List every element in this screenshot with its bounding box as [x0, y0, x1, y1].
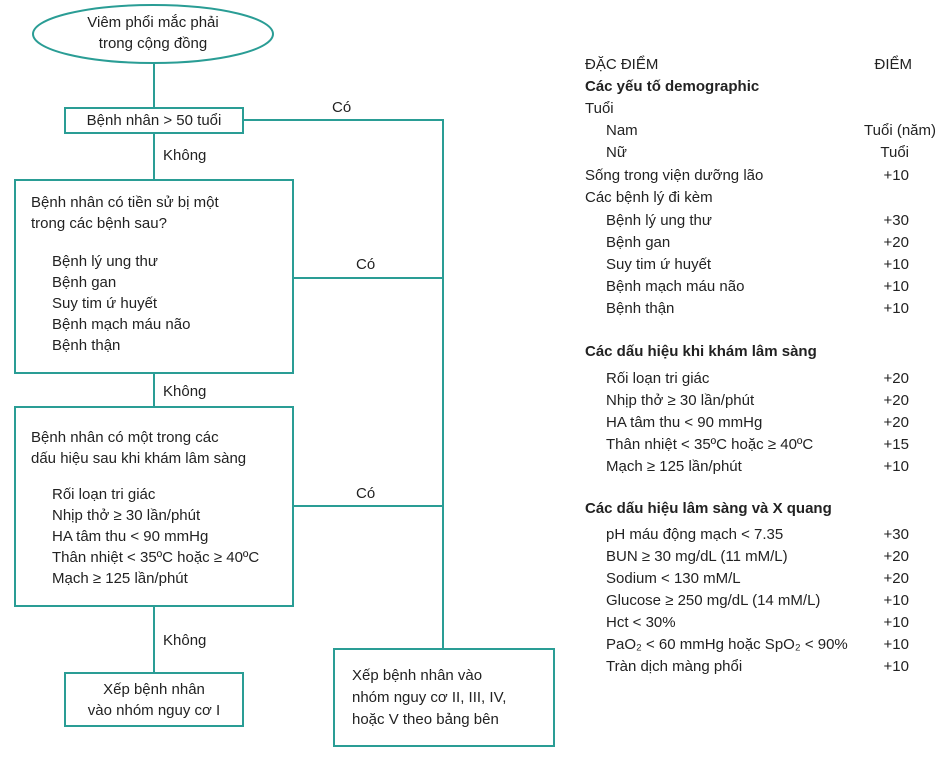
list-item: Thân nhiệt < 35ºC hoặc ≥ 40ºC — [52, 549, 260, 566]
yes-label-exam: Có — [356, 485, 376, 502]
list-item: Suy tim ứ huyết — [52, 295, 158, 312]
table-row-label: Nhịp thở ≥ 30 lần/phút — [606, 392, 755, 409]
list-item: HA tâm thu < 90 mmHg — [52, 528, 209, 545]
table-row-label: Bệnh thận — [606, 300, 675, 317]
exam-labels: Rối loạn tri giác Nhịp thở ≥ 30 lần/phút… — [606, 368, 813, 478]
table-row-points: +10 — [883, 278, 909, 295]
table-row-label: Sodium < 130 mM/L — [606, 570, 741, 587]
table-row-label: Hct < 30% — [606, 614, 676, 631]
table-row-label: pH máu động mạch < 7.35 — [606, 526, 784, 543]
comorbid-question-box — [14, 179, 294, 374]
class2to5-label: Xếp bệnh nhân vào nhóm nguy cơ II, III, … — [352, 667, 507, 728]
table-row-points: +20 — [883, 234, 909, 251]
connector-exam-yes — [293, 505, 443, 507]
table-row-points: +30 — [883, 212, 909, 229]
section-title-lab: Các dấu hiệu lâm sàng và X quang — [585, 500, 832, 517]
table-header-points: ĐIỂM — [874, 56, 913, 73]
table-row-label: BUN ≥ 30 mg/dL (11 mM/L) — [606, 548, 788, 565]
connector-yes-vertical — [442, 119, 444, 649]
row-female-label: Nữ — [606, 144, 627, 161]
comorbid-question-label: Bệnh nhân có tiền sử bị một trong các bệ… — [31, 194, 219, 232]
table-row-points: +10 — [883, 300, 909, 317]
connector-age-yes — [243, 119, 443, 121]
connector-age-to-comorbid — [153, 133, 155, 180]
age-question-box — [64, 107, 244, 134]
table-row-points: +20 — [883, 570, 909, 587]
yes-label-age: Có — [332, 99, 352, 116]
section-title-demographic: Các yếu tố demographic — [585, 78, 760, 95]
no-label-comorbid: Không — [163, 383, 207, 400]
exam-points: +20 +20 +20 +15 +10 — [840, 368, 909, 478]
table-row-label: Tràn dịch màng phổi — [606, 658, 743, 675]
table-row-label: Bệnh gan — [606, 234, 671, 251]
list-item: Mạch ≥ 125 lần/phút — [52, 570, 188, 587]
table-header-feature: ĐẶC ĐIỂM — [585, 56, 659, 73]
comorbid-labels: Bệnh lý ung thư Bệnh gan Suy tim ứ huyết… — [606, 210, 744, 320]
lab-points: +30 +20 +20 +10 +10 +10 +10 — [840, 524, 909, 678]
table-row-points: +15 — [883, 436, 909, 453]
table-row-label: Thân nhiệt < 35ºC hoặc ≥ 40ºC — [606, 436, 814, 453]
list-item: Bệnh lý ung thư — [52, 253, 158, 270]
connector-start-to-age — [153, 63, 155, 108]
table-row-points: +10 — [883, 614, 909, 631]
table-row-points: +20 — [883, 414, 909, 431]
age-label: Tuổi — [585, 100, 614, 117]
connector-comorbid-to-exam — [153, 373, 155, 407]
table-row-points: +30 — [883, 526, 909, 543]
comorbid-points: +30 +20 +10 +10 +10 — [840, 210, 909, 320]
section-title-comorbid: Các bệnh lý đi kèm — [585, 189, 713, 206]
table-row-points: +10 — [883, 658, 909, 675]
row-female-points: Tuổi — [880, 144, 909, 161]
exam-question-box — [14, 406, 294, 607]
table-row-points: +10 — [883, 636, 909, 653]
table-row-points: +20 — [883, 370, 909, 387]
table-row-points: +10 — [883, 256, 909, 273]
row-nursing-home-points: +10 — [883, 167, 909, 184]
table-row-points: +10 — [883, 458, 909, 475]
table-row-label: Bệnh lý ung thư — [606, 212, 712, 229]
section-title-exam: Các dấu hiệu khi khám lâm sàng — [585, 343, 817, 360]
class1-label: Xếp bệnh nhân vào nhóm nguy cơ I — [87, 681, 221, 719]
list-item: Bệnh mạch máu não — [52, 316, 191, 333]
list-item: Bệnh thận — [52, 337, 121, 354]
class1-box — [64, 672, 244, 727]
row-male-points: Tuổi (năm) — [864, 122, 936, 139]
table-row-points: +10 — [883, 592, 909, 609]
comorbid-items: Bệnh lý ung thư Bệnh gan Suy tim ứ huyết… — [52, 251, 190, 356]
table-row-label: Bệnh mạch máu não — [606, 278, 745, 295]
connector-comorbid-yes — [293, 277, 443, 279]
table-row-label: HA tâm thu < 90 mmHg — [606, 414, 763, 431]
age-question-label: Bệnh nhân > 50 tuổi — [86, 112, 222, 129]
lab-labels: pH máu động mạch < 7.35 BUN ≥ 30 mg/dL (… — [606, 524, 848, 678]
connector-exam-to-class1 — [153, 606, 155, 673]
table-row-label: Rối loạn tri giác — [606, 370, 710, 387]
table-row-points: +20 — [883, 392, 909, 409]
no-label-age: Không — [163, 147, 207, 164]
exam-question-label: Bệnh nhân có một trong các dấu hiệu sau … — [31, 429, 247, 467]
table-row-label: PaO₂ < 60 mmHg hoặc SpO₂ < 90% — [606, 636, 848, 653]
row-nursing-home-label: Sống trong viện dưỡng lão — [585, 167, 764, 184]
table-row-points: +20 — [883, 548, 909, 565]
table-row-label: Glucose ≥ 250 mg/dL (14 mM/L) — [606, 592, 821, 609]
class2to5-box — [333, 648, 555, 747]
exam-items: Rối loạn tri giác Nhịp thở ≥ 30 lần/phút… — [52, 484, 259, 589]
yes-label-comorbid: Có — [356, 256, 376, 273]
table-row-label: Suy tim ứ huyết — [606, 256, 712, 273]
no-label-exam: Không — [163, 632, 207, 649]
table-row-label: Mạch ≥ 125 lần/phút — [606, 458, 742, 475]
start-label: Viêm phổi mắc phải trong cộng đồng — [87, 14, 219, 52]
row-male-label: Nam — [606, 122, 638, 139]
list-item: Nhịp thở ≥ 30 lần/phút — [52, 507, 201, 524]
list-item: Rối loạn tri giác — [52, 486, 156, 503]
list-item: Bệnh gan — [52, 274, 117, 291]
